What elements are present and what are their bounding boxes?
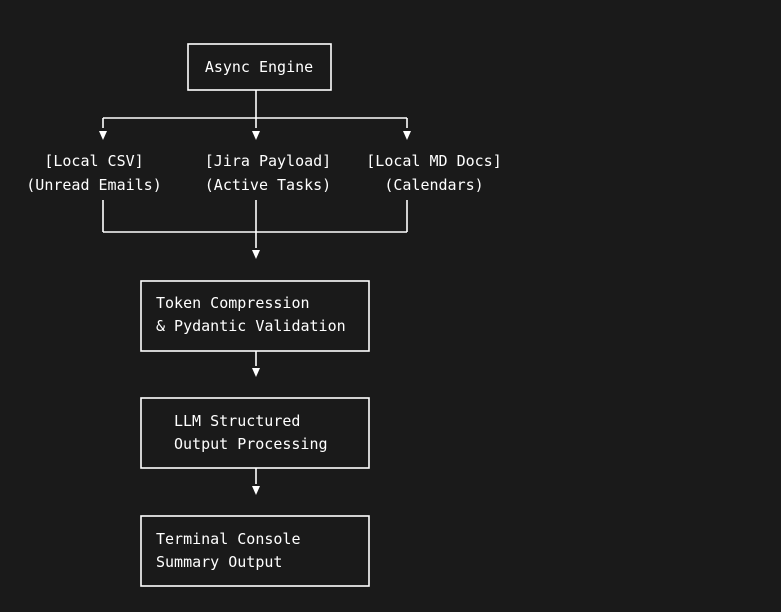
source-node-md-docs: [Local MD Docs] (Calendars) <box>366 152 501 194</box>
async-engine-node: Async Engine <box>187 43 332 91</box>
arrow-down-icon <box>252 250 260 259</box>
source-subtitle: (Calendars) <box>384 176 483 194</box>
async-engine-box <box>187 43 332 91</box>
llm-node: LLM Structured Output Processing <box>140 397 370 469</box>
source-node-csv: [Local CSV] (Unread Emails) <box>26 152 161 194</box>
terminal-node: Terminal Console Summary Output <box>140 515 370 587</box>
source-subtitle: (Unread Emails) <box>26 176 161 194</box>
terminal-line-1: Terminal Console <box>156 530 301 548</box>
arrow-down-icon <box>252 368 260 377</box>
source-title: [Jira Payload] <box>205 152 331 170</box>
source-node-jira: [Jira Payload] (Active Tasks) <box>205 152 331 194</box>
llm-line-2: Output Processing <box>174 435 328 453</box>
terminal-box <box>140 515 370 587</box>
arrow-down-icon <box>252 131 260 140</box>
source-subtitle: (Active Tasks) <box>205 176 331 194</box>
async-engine-label: Async Engine <box>205 58 313 76</box>
arrow-down-icon <box>252 486 260 495</box>
compression-line-1: Token Compression <box>156 294 310 312</box>
arrow-down-icon <box>403 131 411 140</box>
compression-box <box>140 280 370 352</box>
compression-line-2: & Pydantic Validation <box>156 317 346 335</box>
llm-line-1: LLM Structured <box>174 412 300 430</box>
source-title: [Local MD Docs] <box>366 152 501 170</box>
compression-node: Token Compression & Pydantic Validation <box>140 280 370 352</box>
arrow-down-icon <box>99 131 107 140</box>
llm-box <box>140 397 370 469</box>
source-title: [Local CSV] <box>44 152 143 170</box>
terminal-line-2: Summary Output <box>156 553 282 571</box>
